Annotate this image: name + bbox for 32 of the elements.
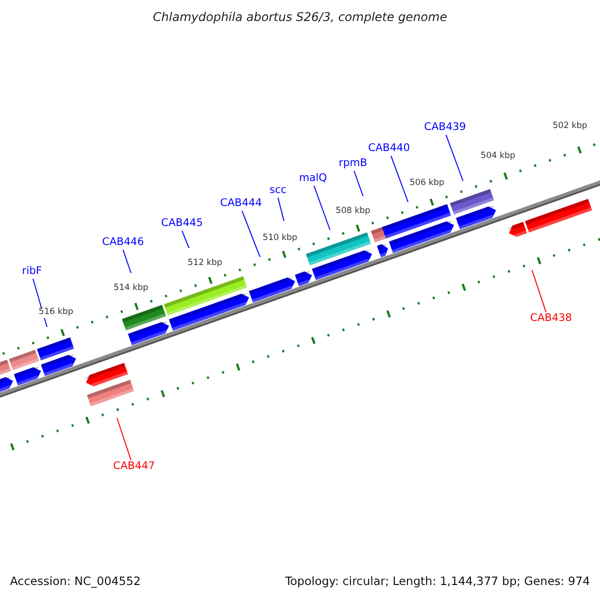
- chart-title: Chlamydophila abortus S26/3, complete genome: [152, 11, 448, 25]
- footer-text: Topology: circular; Length: 1,144,377 bp; Genes: 974: [285, 574, 590, 588]
- gene-label: scc: [269, 185, 287, 197]
- leader-line: [354, 170, 364, 196]
- scale-label: 510 kbp: [262, 234, 298, 244]
- gene-label: CAB440: [368, 143, 410, 155]
- scale-label: 516 kbp: [38, 308, 74, 318]
- leader-line: [278, 197, 284, 222]
- scale-label: 502 kbp: [552, 122, 588, 132]
- gene-label: malQ: [299, 173, 327, 185]
- scale-label: 504 kbp: [480, 152, 516, 162]
- leader-line: [446, 134, 464, 182]
- gene-label: CAB447: [113, 461, 155, 473]
- leader-line: [242, 210, 260, 258]
- scale-label: 512 kbp: [186, 259, 224, 269]
- leader-line: [116, 418, 132, 461]
- leader-line: [314, 185, 330, 230]
- gene-label: CAB445: [161, 218, 203, 230]
- footer-text: Accession: NC_004552: [10, 574, 141, 588]
- gene-label: rpmB: [338, 158, 368, 170]
- scale-label: 506 kbp: [408, 179, 446, 189]
- gene-label: ribF: [22, 266, 42, 278]
- gene-label: CAB446: [102, 237, 144, 249]
- gene-label: CAB438: [530, 313, 572, 325]
- leader-line: [182, 230, 190, 248]
- scale-label: 508 kbp: [334, 207, 372, 217]
- leader-line: [390, 155, 408, 202]
- gene-label: CAB444: [220, 198, 262, 210]
- gene-label: CAB439: [424, 122, 466, 134]
- leader-line: [532, 270, 546, 313]
- scale-label: 514 kbp: [112, 284, 150, 294]
- leader-line: [122, 249, 132, 274]
